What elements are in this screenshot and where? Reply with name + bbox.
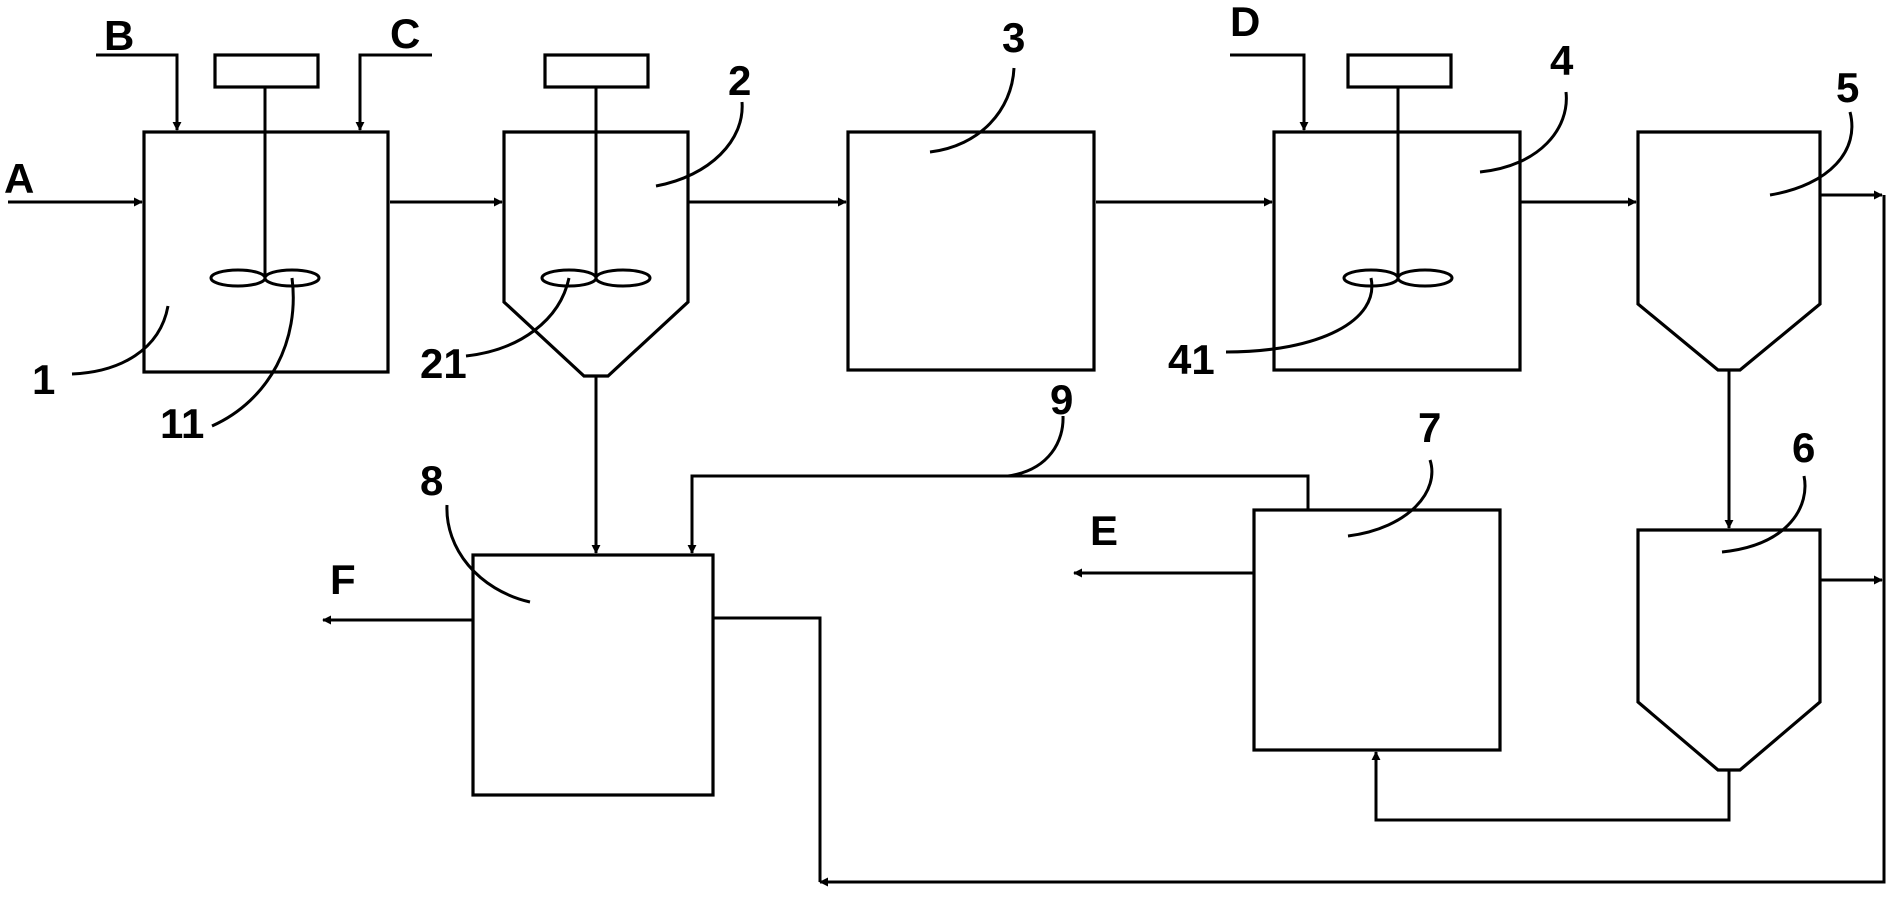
tank-2-motor <box>543 53 650 89</box>
return-line <box>819 195 1886 887</box>
leader-8 <box>445 504 531 604</box>
impeller-21 <box>540 268 652 288</box>
stream-9-recycle <box>687 474 1310 554</box>
settler-6 <box>1636 528 1822 772</box>
label-stream-b: B <box>104 12 134 59</box>
stream-d-arrow <box>1230 53 1309 131</box>
tank-4 <box>1272 53 1522 372</box>
tank-2 <box>502 53 690 378</box>
label-stream-a: A <box>4 155 34 202</box>
tank-1-motor <box>213 53 320 89</box>
label-unit-7: 7 <box>1418 404 1441 451</box>
label-unit-11: 11 <box>160 400 204 447</box>
tank-1 <box>142 53 390 374</box>
settler-5 <box>1636 130 1822 372</box>
label-stream-e: E <box>1090 507 1118 554</box>
unit-7-box <box>1252 508 1502 752</box>
label-unit-2: 2 <box>728 57 751 104</box>
label-stream-c: C <box>390 10 420 57</box>
label-unit-6: 6 <box>1792 424 1815 471</box>
leader-21 <box>465 277 571 358</box>
leader-4 <box>1479 91 1568 174</box>
tank-4-motor <box>1346 53 1453 89</box>
stream-c-arrow <box>355 53 432 131</box>
flow-6-to-7 <box>1371 751 1731 822</box>
label-stream-f: F <box>330 556 356 603</box>
leader-11 <box>211 277 295 428</box>
label-unit-41: 41 <box>1168 336 1215 383</box>
leader-3 <box>929 67 1016 154</box>
leader-5 <box>1769 111 1854 197</box>
label-stream-d: D <box>1230 0 1260 45</box>
label-unit-4: 4 <box>1550 37 1574 84</box>
unit-8-box <box>471 553 715 797</box>
leader-41 <box>1225 277 1374 354</box>
unit-8-outlet-line <box>713 616 822 882</box>
label-unit-1: 1 <box>32 356 55 403</box>
unit-3-box <box>846 130 1096 372</box>
leader-1 <box>71 305 170 376</box>
leader-2 <box>655 101 744 188</box>
tank-2-body <box>502 130 690 378</box>
leader-9 <box>1007 415 1065 478</box>
stream-b-arrow <box>96 53 182 131</box>
label-unit-9: 9 <box>1050 376 1073 423</box>
leader-6 <box>1721 475 1807 554</box>
label-unit-3: 3 <box>1002 14 1025 61</box>
label-unit-8: 8 <box>420 457 443 504</box>
leader-7 <box>1347 459 1434 538</box>
label-unit-21: 21 <box>420 340 467 387</box>
label-unit-5: 5 <box>1836 64 1859 111</box>
